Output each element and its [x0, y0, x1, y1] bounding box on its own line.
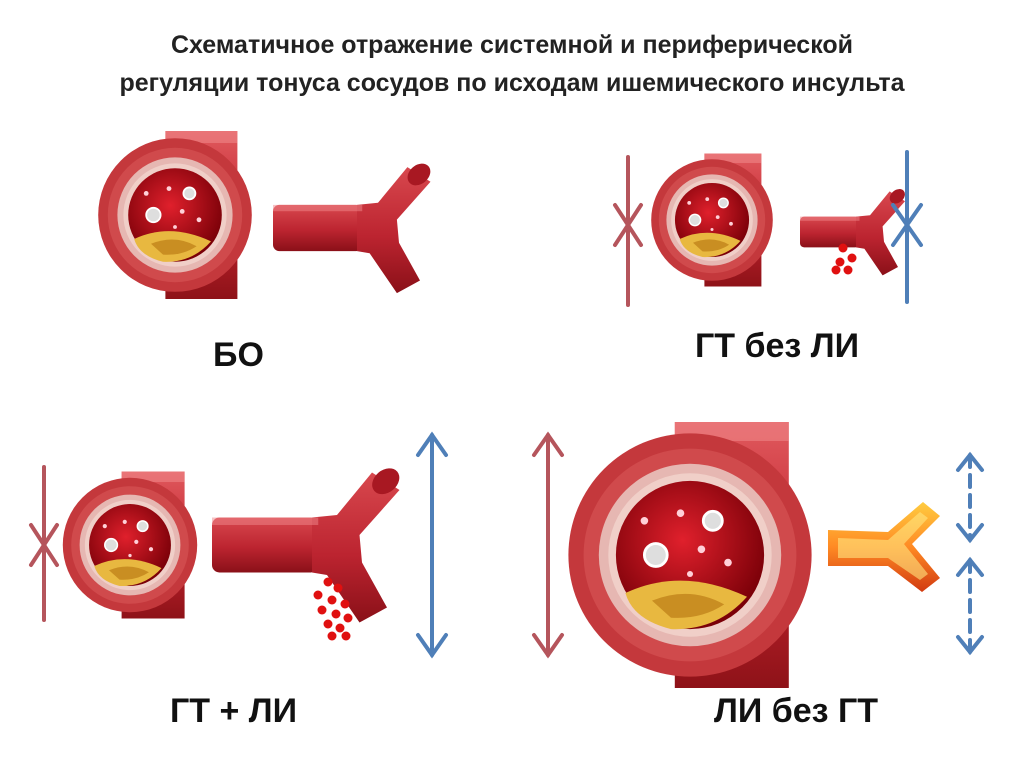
- peripheral-dashed-arrows: [956, 451, 984, 656]
- label-gt-no-li: ГТ без ЛИ: [695, 327, 860, 365]
- panel-gt-li: [29, 431, 448, 659]
- vessel-cross-section: [62, 470, 198, 620]
- panel-bo: [97, 130, 435, 300]
- systemic-constriction-arrow: [613, 155, 643, 307]
- vessel-cross-section: [97, 130, 253, 300]
- title-line-2: регуляции тонуса сосудов по исходам ишем…: [119, 69, 905, 97]
- label-li-no-gt: ЛИ без ГТ: [714, 692, 879, 730]
- peripheral-dilation-arrow: [416, 431, 448, 659]
- label-gt-li: ГТ + ЛИ: [170, 692, 298, 730]
- branching-vessel: [212, 462, 405, 623]
- panel-li-no-gt: [532, 420, 984, 690]
- panel-gt-no-li: [613, 150, 923, 307]
- branching-vessel: [273, 159, 435, 294]
- vessel-cross-section: [650, 152, 774, 288]
- title-line-1: Схематичное отражение системной и перифе…: [170, 31, 854, 59]
- peripheral-constriction-arrow: [891, 150, 923, 304]
- pale-branching-vessel: [828, 502, 940, 592]
- slide-title: Схематичное отражение системной и перифе…: [0, 26, 1024, 102]
- systemic-dilation-arrow: [532, 431, 564, 659]
- systemic-constriction-arrow: [29, 465, 59, 622]
- vessel-cross-section: [566, 420, 814, 690]
- blood-cells-cluster: [831, 243, 857, 275]
- label-bo: БО: [213, 336, 264, 374]
